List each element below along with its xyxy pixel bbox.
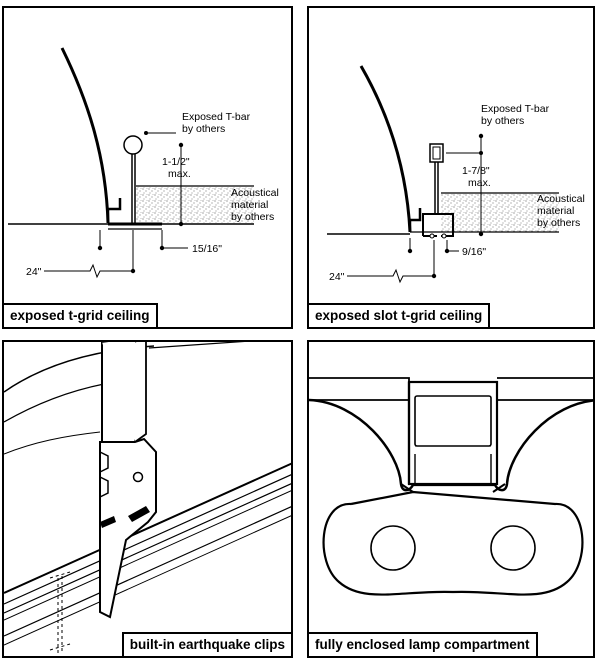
housing-arc-inner <box>4 383 105 423</box>
ballast-cover <box>414 395 492 447</box>
flange-dim-label: 9/16" <box>462 246 486 258</box>
tbar-label-line1: Exposed T-bar <box>481 103 550 115</box>
spacing-dimension-line <box>347 268 434 284</box>
spacing-label: 24" <box>26 266 42 278</box>
exposed-slot-t-grid-diagram: Exposed T-bar by others 1-7/8" max. Acou… <box>327 65 585 284</box>
lamp-right <box>490 525 536 571</box>
clip-screw-hole <box>132 471 144 483</box>
caption-exposed-t-grid: exposed t-grid ceiling <box>4 303 158 327</box>
lamp-left <box>370 525 416 571</box>
caption-exposed-slot-t-grid: exposed slot t-grid ceiling <box>309 303 491 327</box>
earthquake-clip <box>99 437 157 619</box>
acoustical-label-line2: material <box>231 199 268 211</box>
depth-dim-value: 1-7/8" <box>462 165 490 177</box>
fixture-housing-curve <box>60 47 110 224</box>
spacing-dimension-line <box>44 263 133 279</box>
caption-lamp-compartment: fully enclosed lamp compartment <box>309 632 538 656</box>
acoustical-label-line3: by others <box>231 211 274 223</box>
caption-earthquake-clips: built-in earthquake clips <box>121 632 291 656</box>
tbar-label-line2: by others <box>182 123 225 135</box>
depth-dim-value: 1-1/2" <box>162 156 190 168</box>
acoustical-label-line1: Acoustical <box>231 187 279 199</box>
flange-dim-label: 15/16" <box>192 243 222 255</box>
tbar-label-line2: by others <box>481 115 524 127</box>
panel-lamp-compartment: fully enclosed lamp compartment <box>307 340 595 658</box>
acoustical-label-line1: Acoustical <box>537 193 585 205</box>
trim-bracket <box>408 208 422 232</box>
fixture-housing-curve <box>359 65 412 233</box>
t-bar-bulb <box>123 135 143 155</box>
acoustical-label-line3: by others <box>537 217 580 229</box>
t-bar-top-edge <box>4 462 291 594</box>
earthquake-clips-diagram <box>4 342 291 654</box>
tbar-label-line1: Exposed T-bar <box>182 111 251 123</box>
hidden-clip-detail <box>57 576 63 654</box>
depth-dim-max: max. <box>468 177 491 189</box>
spacing-label: 24" <box>329 271 345 283</box>
trim-bracket <box>106 198 122 222</box>
panel-earthquake-clips: built-in earthquake clips <box>2 340 293 658</box>
panel-exposed-t-grid: Exposed T-bar by others 1-1/2" max. Acou… <box>2 6 293 329</box>
lamp-compartment-diagram <box>309 377 593 596</box>
panel-exposed-slot-t-grid: Exposed T-bar by others 1-7/8" max. Acou… <box>307 6 595 329</box>
reflector-left <box>309 398 415 492</box>
lamp-enclosure-lens <box>322 490 584 596</box>
acoustical-label-line2: material <box>537 205 574 217</box>
acoustical-material <box>136 187 254 223</box>
exposed-t-grid-diagram: Exposed T-bar by others 1-1/2" max. Acou… <box>8 47 279 279</box>
depth-dim-max: max. <box>168 168 191 180</box>
acoustical-material <box>441 194 559 232</box>
reflector-right <box>493 399 593 492</box>
